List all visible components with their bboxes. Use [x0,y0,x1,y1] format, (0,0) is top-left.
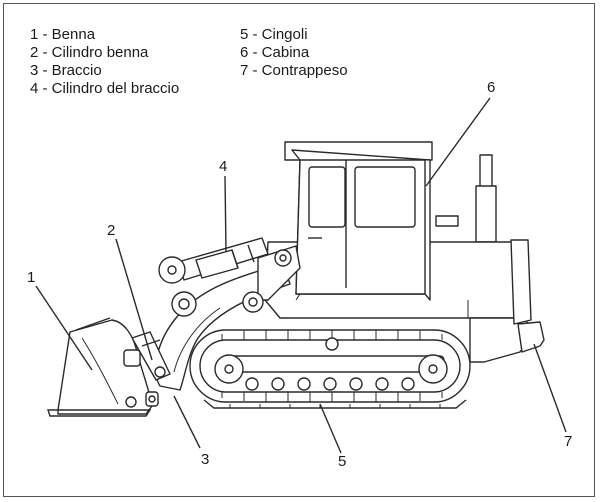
arm-mount [257,245,301,301]
cab [284,141,433,301]
legend-item-benna: 1 - Benna [30,26,96,43]
bucket [47,317,159,417]
track [189,329,471,409]
leader-lines [35,97,567,454]
legend-item-braccio: 3 - Braccio [30,62,102,79]
diagram-frame [3,3,595,497]
legend-item-cabina: 6 - Cabina [240,44,310,61]
legend-item-cingoli: 5 - Cingoli [240,26,308,43]
legend-item-contrappeso: 7 - Contrappeso [240,62,348,79]
exhaust-stack [475,154,497,243]
callout-4: 4 [219,158,227,175]
callout-7: 7 [564,433,572,450]
callout-5: 5 [338,453,346,470]
callout-3: 3 [201,451,209,468]
legend-item-cilindro-benna: 2 - Cilindro benna [30,44,149,61]
callout-2: 2 [107,222,115,239]
lift-cylinder [158,237,269,284]
callout-1: 1 [27,269,35,286]
legend-column-1: 1 - Benna 2 - Cilindro benna 3 - Braccio… [30,26,179,98]
counterweight [510,239,545,353]
legend-column-2: 5 - Cingoli 6 - Cabina 7 - Contrappeso [240,26,348,80]
legend-item-cilindro-braccio: 4 - Cilindro del braccio [30,80,180,97]
callout-6: 6 [487,79,495,96]
arm-pivot [171,291,264,317]
